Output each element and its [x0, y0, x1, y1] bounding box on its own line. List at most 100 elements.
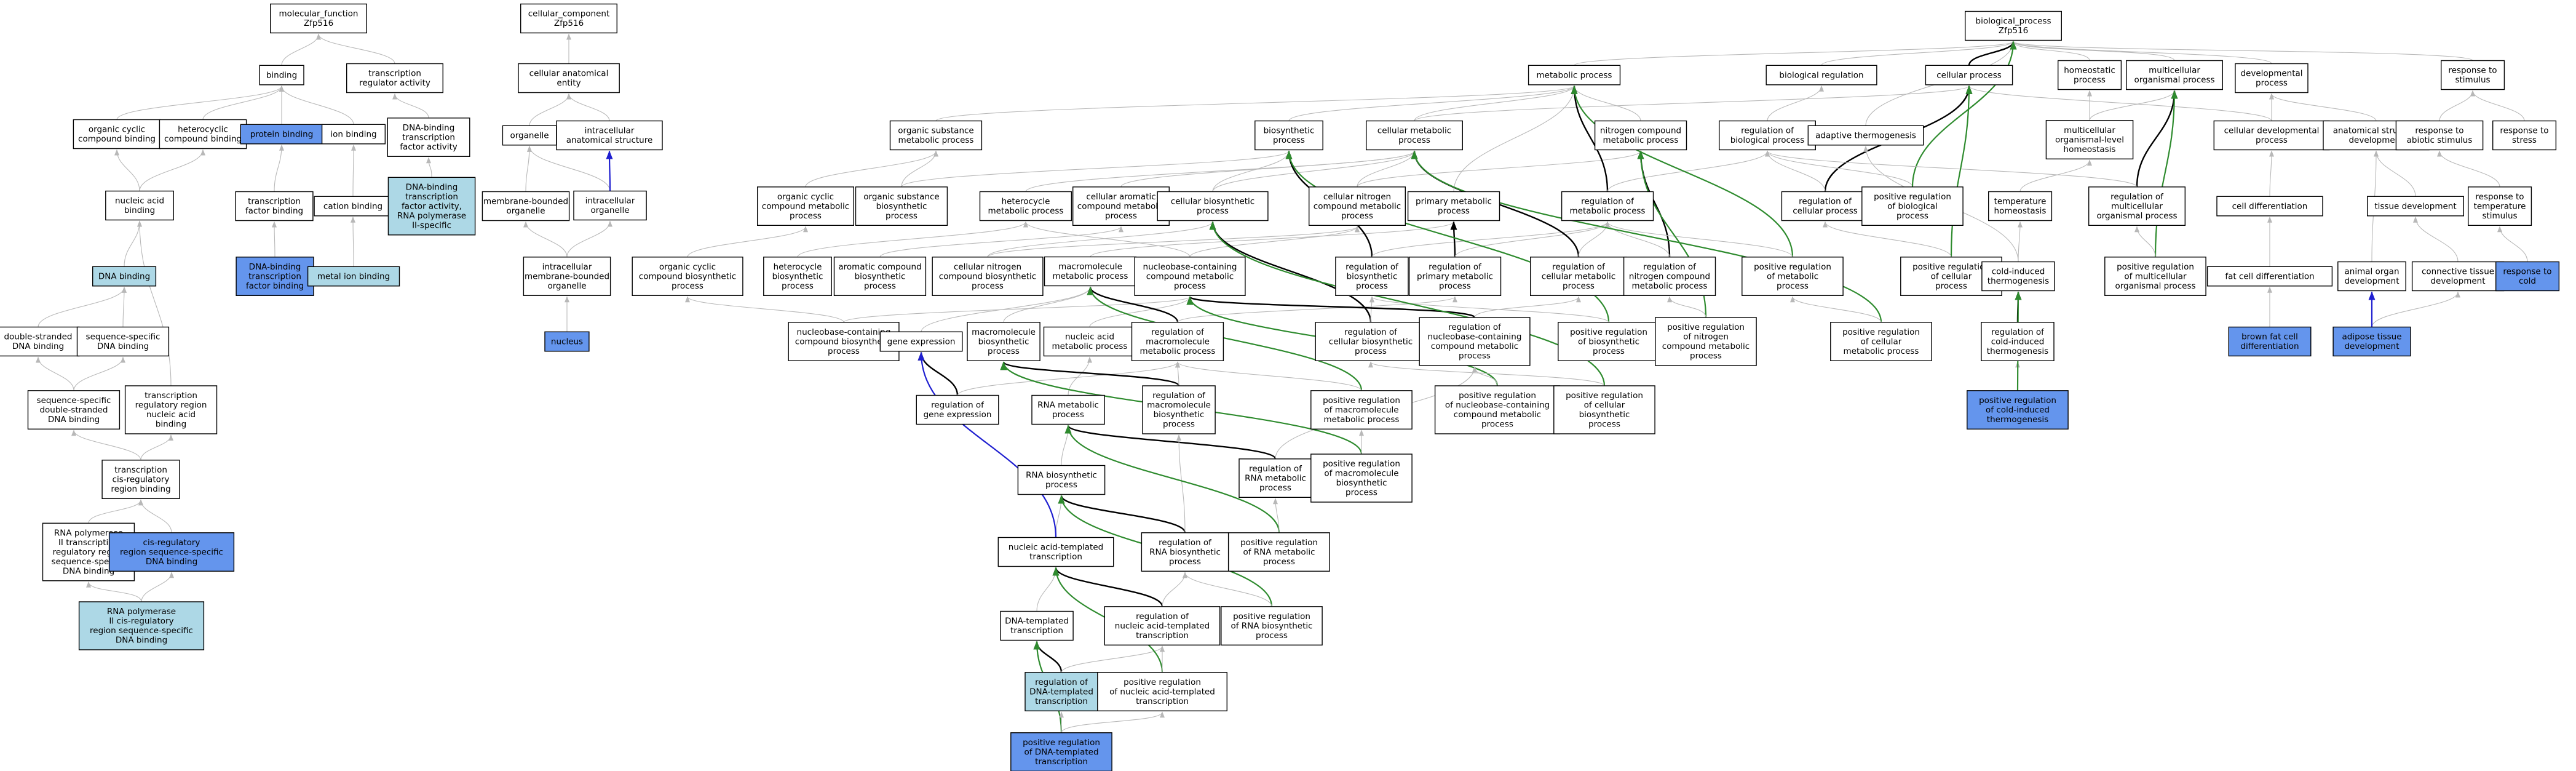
- go-term-node-mib[interactable]: metal ion binding: [307, 266, 400, 287]
- go-term-node-cellp[interactable]: cellular process: [1925, 65, 2013, 86]
- go-term-node-geneexp[interactable]: gene expression: [879, 331, 963, 352]
- go-term-node-tissdev[interactable]: tissue development: [2366, 196, 2464, 217]
- go-term-node-catb[interactable]: cation binding: [314, 196, 392, 217]
- go-term-node-protb[interactable]: protein binding: [240, 124, 323, 145]
- go-term-node-binding[interactable]: binding: [259, 65, 304, 86]
- go-term-node-organelle[interactable]: organelle: [502, 125, 557, 146]
- go-term-node-metab[interactable]: metabolic process: [1528, 65, 1621, 86]
- go-term-node-adapt[interactable]: adaptive thermogenesis: [1807, 125, 1924, 146]
- go-term-node-regnbcmp[interactable]: regulation ofnucleobase-containingcompou…: [1419, 317, 1531, 366]
- go-term-node-nucleus[interactable]: nucleus: [544, 331, 590, 352]
- go-term-node-dnab[interactable]: DNA binding: [92, 266, 157, 287]
- go-term-node-fcd[interactable]: fat cell differentiation: [2206, 266, 2333, 287]
- go-term-node-bioreg[interactable]: biological regulation: [1766, 65, 1877, 86]
- go-term-node-ionb[interactable]: ion binding: [321, 124, 386, 145]
- go-term-node-regmbp[interactable]: regulation ofmacromoleculebiosyntheticpr…: [1142, 385, 1216, 434]
- go-term-node-celldiff[interactable]: cell differentiation: [2216, 196, 2323, 217]
